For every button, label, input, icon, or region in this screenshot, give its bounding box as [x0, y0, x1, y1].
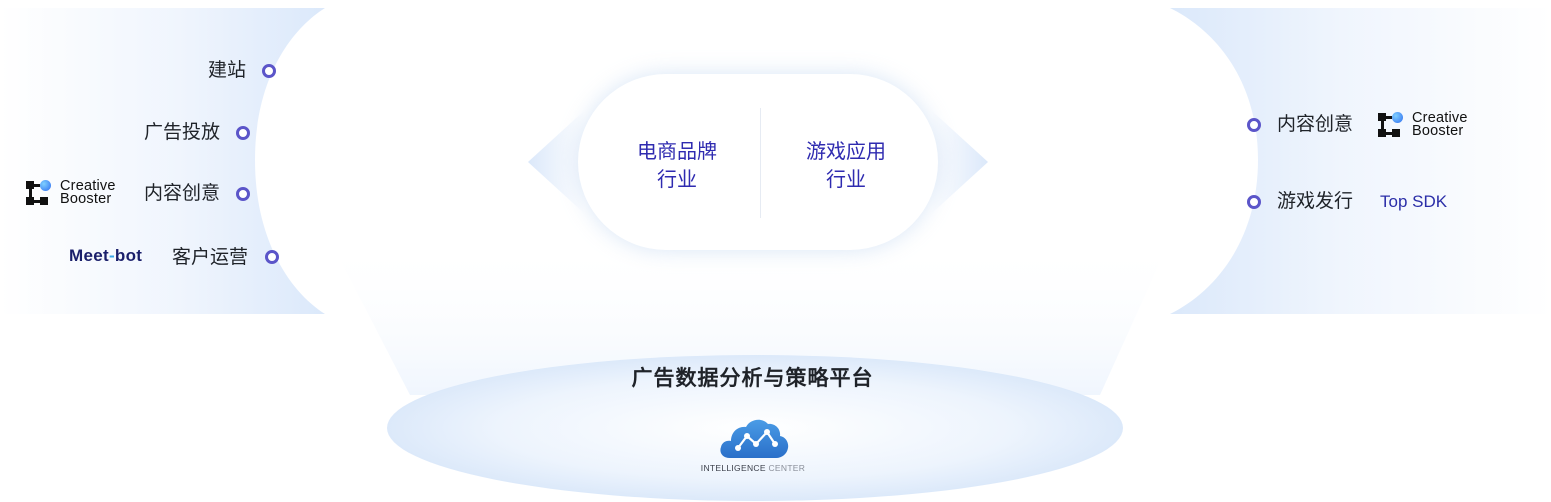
- creative-booster-icon: [26, 180, 52, 205]
- industry-pill: [578, 74, 938, 250]
- industry-ecommerce-line2: 行业: [657, 167, 697, 191]
- left-dot-2: [236, 126, 250, 140]
- cloud-network-icon: [720, 419, 789, 458]
- industry-gaming: 游戏应用 行业: [771, 137, 921, 193]
- platform-title: 广告数据分析与策略平台: [631, 366, 874, 390]
- left-dot-3: [236, 187, 250, 201]
- creative-booster-logo-left: Creative Booster: [26, 178, 116, 207]
- meetbot-logo: Meet-bot: [69, 246, 142, 266]
- right-dot-1: [1247, 118, 1261, 132]
- right-dot-2: [1247, 195, 1261, 209]
- creative-booster-line1: Creative: [60, 178, 116, 194]
- left-item-ad-delivery: 广告投放: [143, 121, 220, 143]
- creative-booster-line1: Creative: [1412, 110, 1468, 126]
- meetbot-part2: bot: [114, 246, 143, 265]
- left-dot-1: [262, 64, 276, 78]
- left-item-customer-ops: 客户运营: [171, 246, 248, 268]
- meetbot-dash: -: [108, 246, 115, 265]
- left-dot-4: [265, 250, 279, 264]
- top-sdk-logo: Top SDK: [1380, 192, 1448, 211]
- industry-ecommerce-line1: 电商品牌: [637, 139, 717, 163]
- left-item-site-building: 建站: [207, 59, 246, 81]
- industry-gaming-line2: 行业: [826, 167, 866, 191]
- meetbot-part1: Meet: [69, 246, 109, 265]
- intelligence-center-light: CENTER: [768, 463, 806, 473]
- right-item-content-creative: 内容创意: [1277, 113, 1354, 135]
- intelligence-center-label: INTELLIGENCE CENTER: [700, 463, 806, 473]
- industry-ecommerce: 电商品牌 行业: [602, 137, 752, 193]
- creative-booster-logo-right: Creative Booster: [1378, 110, 1468, 139]
- pill-divider: [760, 108, 761, 218]
- industry-gaming-line1: 游戏应用: [806, 139, 886, 163]
- left-item-content-creative: 内容创意: [143, 182, 220, 204]
- intelligence-center-bold: INTELLIGENCE: [700, 463, 766, 473]
- right-item-game-publishing: 游戏发行: [1277, 190, 1354, 212]
- creative-booster-icon: [1378, 112, 1404, 137]
- creative-booster-line2: Booster: [60, 191, 112, 207]
- creative-booster-line2: Booster: [1412, 123, 1464, 139]
